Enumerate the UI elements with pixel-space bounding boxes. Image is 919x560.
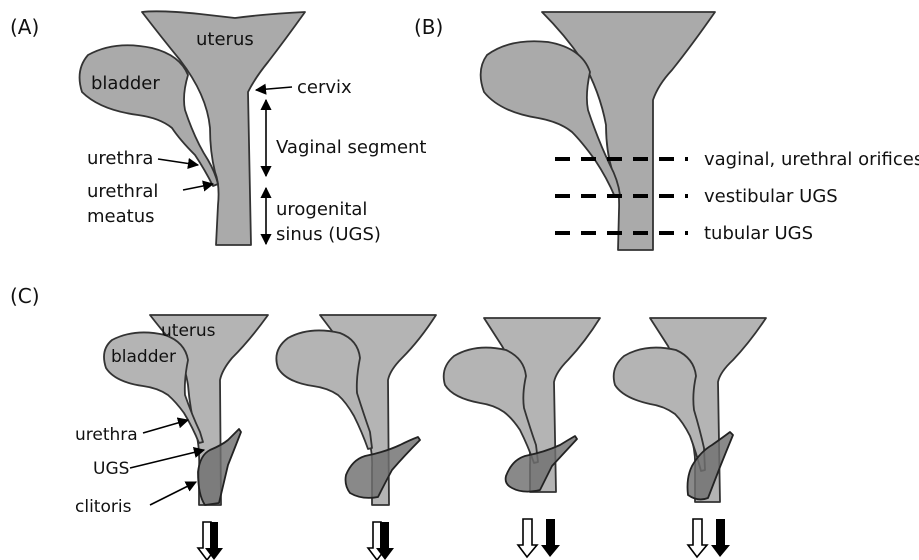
panel-a-meatus-label-1: urethral xyxy=(87,181,158,202)
panel-c: (C) uterus bladder urethra UGS clitoris xyxy=(10,284,766,560)
panel-a-uterus-label: uterus xyxy=(196,29,254,50)
panel-a-meatus-pointer xyxy=(183,184,213,190)
panel-a-ugs-label-2: sinus (UGS) xyxy=(276,224,381,245)
panel-a-cervix-label: cervix xyxy=(297,77,352,98)
stage-4-bladder-urethra xyxy=(614,348,705,471)
stage-4-filled-arrow xyxy=(711,519,730,557)
panel-c-stage-1: uterus bladder urethra UGS clitoris xyxy=(75,315,268,560)
panel-c-stage-3 xyxy=(444,318,600,557)
stage-1-ugs-label: UGS xyxy=(93,459,129,479)
stage-4-outline-arrow xyxy=(688,519,707,557)
panel-a-ugs-label-1: urogenital xyxy=(276,199,367,220)
panel-b: (B) vaginal, urethral orifices vestibula… xyxy=(414,12,919,250)
panel-a-urethra-pointer xyxy=(158,159,198,165)
panel-c-letter: (C) xyxy=(10,284,40,308)
stage-1-urethra-label: urethra xyxy=(75,425,138,445)
panel-a: (A) uterus bladder cervix urethra urethr… xyxy=(10,11,427,245)
panel-a-urethra-label: urethra xyxy=(87,148,153,169)
panel-c-stage-2 xyxy=(276,315,436,560)
panel-b-level-1-label: vaginal, urethral orifices xyxy=(704,149,919,170)
panel-a-letter: (A) xyxy=(10,15,39,39)
panel-c-stage-4 xyxy=(614,318,766,557)
stage-1-uterus-label: uterus xyxy=(161,321,216,341)
panel-a-meatus-label-2: meatus xyxy=(87,206,154,227)
panel-a-cervix-pointer xyxy=(256,87,292,90)
stage-1-urethra-pointer xyxy=(143,420,188,433)
panel-b-level-3-label: tubular UGS xyxy=(704,223,813,244)
stage-1-clitoris-label: clitoris xyxy=(75,497,132,517)
stage-1-bladder-label: bladder xyxy=(111,347,176,367)
panel-b-level-2-label: vestibular UGS xyxy=(704,186,838,207)
stage-3-filled-arrow xyxy=(541,519,560,557)
stage-1-ugs-pointer xyxy=(130,450,204,468)
stage-2-bladder-urethra xyxy=(276,330,372,449)
panel-a-vaginal-segment-label: Vaginal segment xyxy=(276,137,427,158)
stage-1-clitoris-pointer xyxy=(150,482,196,505)
stage-3-outline-arrow xyxy=(518,519,537,557)
panel-a-bladder-label: bladder xyxy=(91,73,160,94)
panel-b-letter: (B) xyxy=(414,15,443,39)
